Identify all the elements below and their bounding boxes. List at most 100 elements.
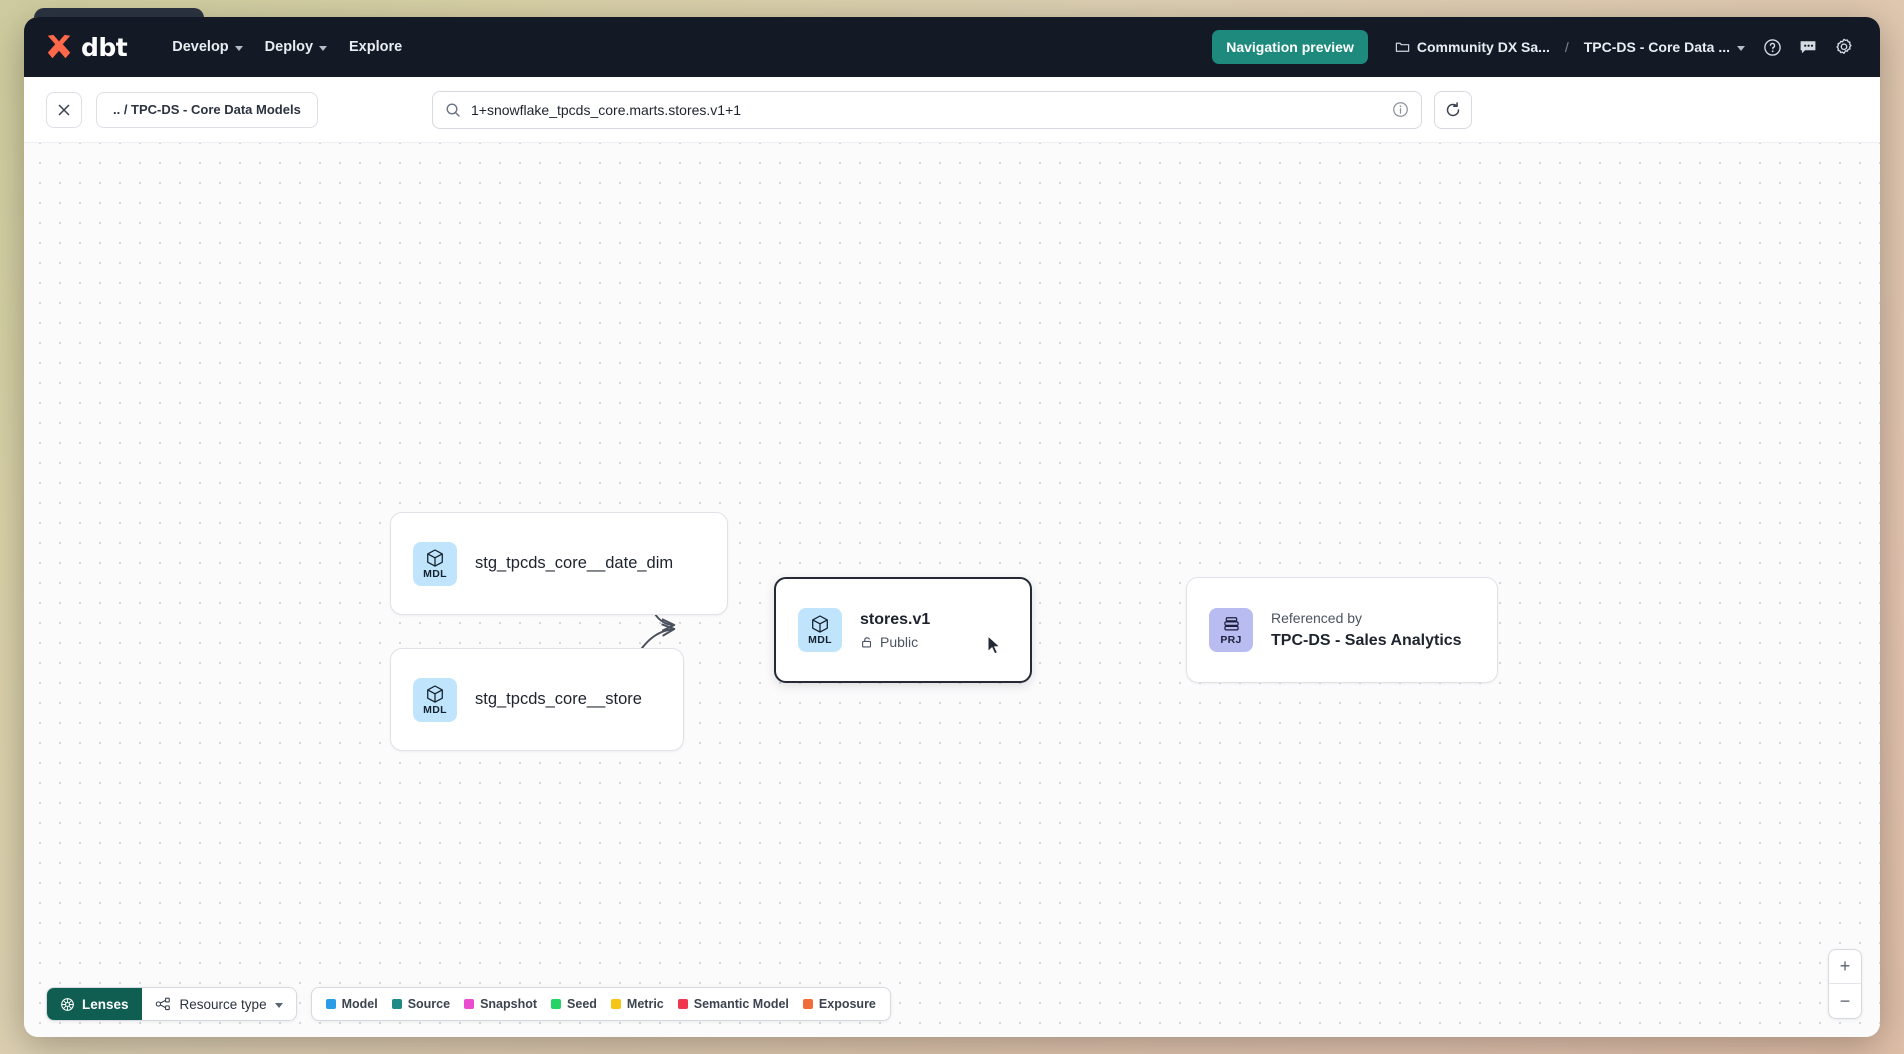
lineage-graph-canvas[interactable]: MDL stg_tpcds_core__date_dim MDL stg_tpc…	[24, 143, 1880, 1037]
node-title: stores.v1	[860, 611, 931, 628]
legend-label: Source	[407, 997, 451, 1011]
legend-label: Seed	[567, 997, 597, 1011]
node-type-badge-mdl: MDL	[413, 541, 457, 586]
legend-item-model: Model	[325, 997, 378, 1011]
nav-item-deploy[interactable]: Deploy	[254, 31, 338, 63]
graph-node-date-dim[interactable]: MDL stg_tpcds_core__date_dim	[390, 512, 728, 615]
node-text-group: Referenced by TPC-DS - Sales Analytics	[1271, 609, 1462, 650]
lens-icon	[61, 997, 74, 1011]
node-type-badge-mdl: MDL	[413, 677, 457, 722]
info-circle-icon[interactable]	[1392, 101, 1409, 118]
legend-swatch	[802, 999, 813, 1009]
zoom-controls: + −	[1828, 949, 1862, 1019]
node-title: stg_tpcds_core__date_dim	[475, 554, 674, 573]
legend-item-semantic-model: Semantic Model	[677, 997, 789, 1011]
graph-bottom-toolbar: Lenses Resource type Model	[46, 987, 891, 1021]
breadcrumb-account[interactable]: Community DX Sa...	[1388, 33, 1557, 61]
legend-swatch	[610, 999, 621, 1009]
legend-swatch	[551, 999, 562, 1009]
legend-label: Model	[341, 997, 378, 1011]
node-text-group: stores.v1 Public	[860, 610, 930, 650]
lenses-button[interactable]: Lenses	[47, 988, 142, 1020]
nav-item-label: Deploy	[264, 39, 314, 55]
legend-item-snapshot: Snapshot	[464, 997, 537, 1011]
resource-type-legend: Model Source Snapshot Seed Metric	[310, 987, 891, 1021]
search-icon	[446, 102, 460, 117]
legend-item-metric: Metric	[610, 997, 664, 1011]
resource-type-label: Resource type	[179, 996, 267, 1012]
node-title: stg_tpcds_core__store	[475, 690, 642, 709]
node-access-group: Public	[860, 634, 930, 650]
legend-item-seed: Seed	[551, 997, 597, 1011]
lens-controls-group: Lenses Resource type	[46, 987, 297, 1021]
badge-label: MDL	[423, 703, 447, 716]
logo-text: dbt	[81, 32, 128, 62]
nav-item-explore[interactable]: Explore	[338, 31, 413, 63]
nav-item-develop[interactable]: Develop	[161, 31, 253, 63]
chevron-down-icon	[1737, 45, 1745, 51]
chevron-down-icon	[319, 45, 328, 51]
search-input[interactable]	[471, 101, 1382, 118]
nav-item-label: Develop	[172, 39, 229, 55]
legend-label: Snapshot	[480, 997, 538, 1011]
refresh-graph-button[interactable]	[1434, 90, 1472, 129]
help-button[interactable]	[1756, 31, 1788, 63]
nav-item-label: Explore	[349, 39, 403, 55]
legend-item-exposure: Exposure	[802, 997, 876, 1011]
graph-node-sales-analytics[interactable]: PRJ Referenced by TPC-DS - Sales Analyti…	[1186, 577, 1498, 683]
legend-swatch	[391, 999, 402, 1009]
resource-type-dropdown[interactable]: Resource type	[141, 988, 296, 1020]
feedback-chat-icon	[1800, 41, 1816, 54]
feedback-button[interactable]	[1792, 31, 1824, 63]
navigation-preview-button[interactable]: Navigation preview	[1212, 30, 1368, 64]
close-lineage-button[interactable]	[46, 91, 82, 128]
cube-icon	[427, 685, 443, 703]
top-navigation-bar: dbt Develop Deploy Explore Navigation pr…	[24, 17, 1880, 77]
unlock-icon	[862, 637, 872, 648]
settings-button[interactable]	[1828, 31, 1860, 63]
folder-icon	[1395, 42, 1410, 52]
chevron-down-icon	[234, 45, 243, 51]
breadcrumb-pill[interactable]: .. / TPC-DS - Core Data Models	[96, 91, 318, 128]
dbt-x-logo-icon	[47, 34, 71, 59]
breadcrumb-project-label: TPC-DS - Core Data ...	[1583, 39, 1730, 55]
node-type-badge-prj: PRJ	[1209, 608, 1253, 652]
node-kicker: Referenced by	[1271, 610, 1363, 627]
legend-item-source: Source	[391, 997, 451, 1011]
graph-search-box[interactable]	[432, 90, 1422, 129]
refresh-icon	[1446, 101, 1460, 116]
node-type-badge-mdl: MDL	[798, 608, 842, 652]
breadcrumb-separator: /	[1564, 39, 1569, 55]
chevron-down-icon	[274, 1002, 283, 1008]
close-icon	[58, 104, 70, 115]
graph-node-store[interactable]: MDL stg_tpcds_core__store	[390, 648, 684, 751]
graph-node-stores-v1[interactable]: MDL stores.v1 Public	[774, 577, 1032, 683]
legend-swatch	[325, 999, 336, 1009]
node-text-group: stg_tpcds_core__date_dim	[475, 553, 673, 574]
legend-label: Exposure	[818, 997, 876, 1011]
zoom-out-button[interactable]: −	[1839, 990, 1851, 1011]
node-access-label: Public	[880, 634, 919, 650]
legend-swatch	[677, 999, 688, 1009]
lenses-label: Lenses	[82, 996, 129, 1012]
gear-icon	[1836, 38, 1852, 54]
application-window: dbt Develop Deploy Explore Navigation pr…	[24, 17, 1880, 1037]
node-text-group: stg_tpcds_core__store	[475, 689, 642, 710]
nodes-icon	[155, 997, 170, 1011]
dbt-logo[interactable]: dbt	[38, 32, 128, 62]
legend-label: Semantic Model	[693, 997, 789, 1011]
badge-label: PRJ	[1220, 633, 1242, 646]
help-circle-icon	[1763, 38, 1781, 56]
node-title: TPC-DS - Sales Analytics	[1271, 631, 1462, 649]
legend-swatch	[464, 999, 475, 1009]
cube-icon	[812, 615, 828, 633]
breadcrumb-project[interactable]: TPC-DS - Core Data ...	[1577, 33, 1752, 61]
zoom-in-button[interactable]: +	[1829, 950, 1861, 984]
badge-label: MDL	[423, 567, 447, 580]
graph-search-group	[432, 90, 1472, 129]
top-nav-right-group: Navigation preview Community DX Sa... / …	[1212, 30, 1860, 64]
badge-label: MDL	[808, 634, 832, 647]
lineage-toolbar: .. / TPC-DS - Core Data Models	[24, 77, 1880, 143]
project-stack-icon	[1223, 616, 1239, 631]
breadcrumb-account-label: Community DX Sa...	[1416, 39, 1550, 55]
